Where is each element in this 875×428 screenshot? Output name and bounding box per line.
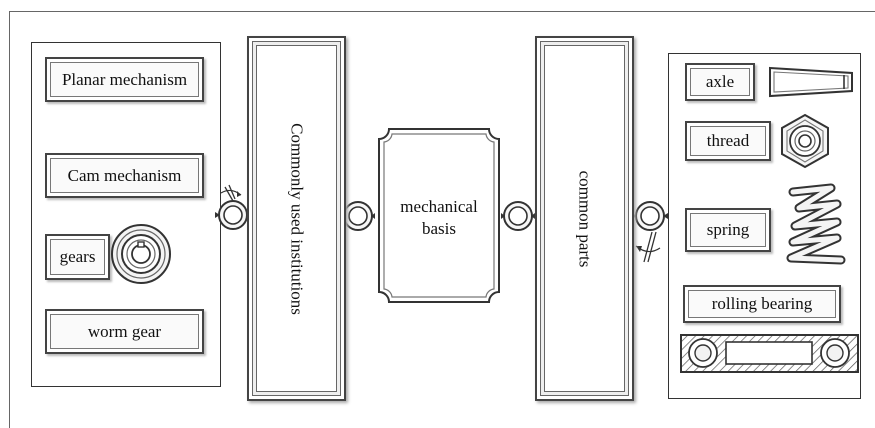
thread-box: thread: [685, 121, 771, 161]
planar-mechanism-box: Planar mechanism: [45, 57, 204, 102]
mechanical-basis-line1: mechanical: [400, 197, 478, 216]
hex-nut-icon: [781, 113, 829, 169]
rolling-bearing-label: rolling bearing: [711, 294, 813, 313]
mechanical-basis-frame: [378, 128, 500, 303]
diagram-frame: [9, 11, 875, 428]
institutions-label: Commonly used institutions: [287, 122, 307, 315]
rolling-bearing-box: rolling bearing: [683, 285, 841, 323]
spring-icon: [786, 183, 846, 265]
spring-box: spring: [685, 208, 771, 252]
axle-icon: [769, 66, 853, 98]
planar-mechanism-label: Planar mechanism: [61, 69, 188, 89]
spring-label: spring: [706, 220, 750, 239]
thread-label: thread: [706, 131, 750, 150]
cam-mechanism-box: Cam mechanism: [45, 153, 204, 198]
cam-mechanism-label: Cam mechanism: [67, 165, 182, 185]
rotation-joint-left-icon: [215, 184, 251, 230]
gears-box: gears: [45, 234, 110, 280]
gears-label: gears: [59, 247, 96, 266]
institutions-column: Commonly used institutions: [247, 36, 346, 401]
axle-label: axle: [705, 72, 735, 91]
mechanical-basis-label: mechanical basis: [377, 196, 501, 240]
common-parts-label: common parts: [575, 170, 595, 267]
joint-ring-icon: [343, 201, 375, 231]
worm-gear-box: worm gear: [45, 309, 204, 354]
worm-gear-label: worm gear: [87, 321, 162, 341]
bearing-icon: [680, 334, 859, 373]
gear-icon: [111, 224, 171, 284]
joint-ring-icon: [501, 201, 535, 231]
common-parts-column: common parts: [535, 36, 634, 401]
axle-box: axle: [685, 63, 755, 101]
mechanical-basis-line2: basis: [422, 219, 456, 238]
